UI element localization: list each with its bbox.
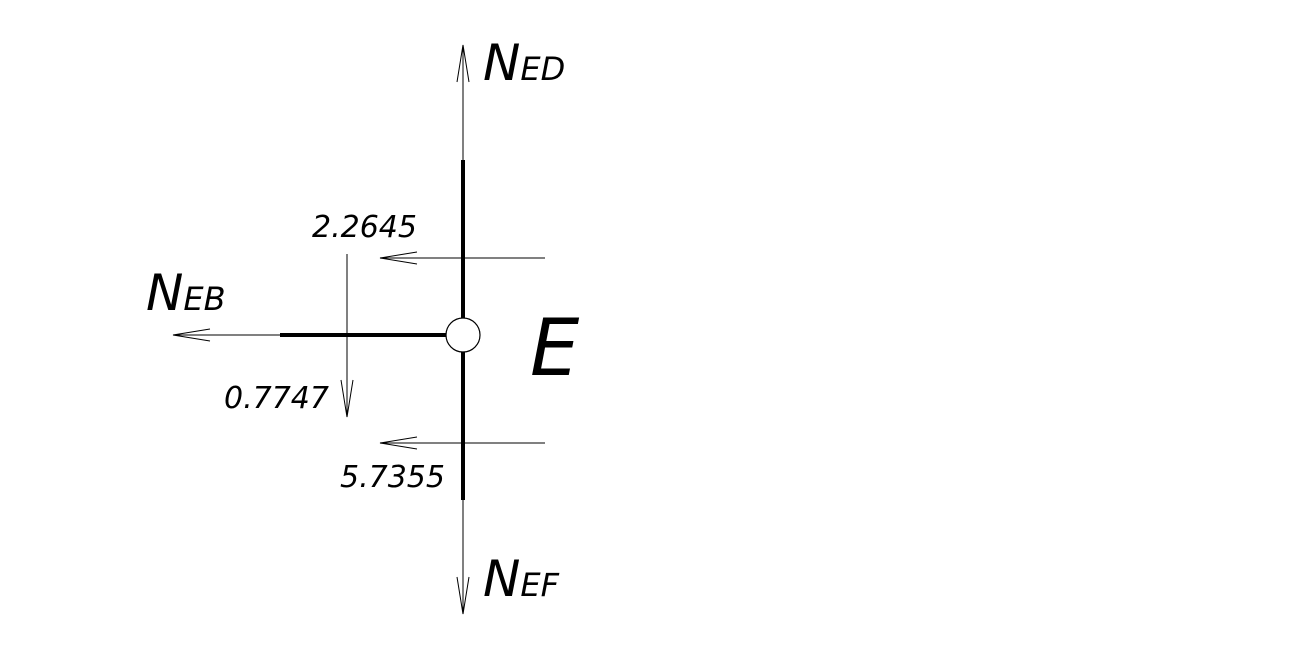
label-load-vertical: 0.7747 [224,381,329,416]
label-load-top: 2.2645 [312,210,417,245]
label-n-ef: NEF [483,550,560,608]
load-arrow-top-horizontal [379,251,545,265]
force-arrow-n-ef [456,500,470,615]
load-arrow-bottom-horizontal [379,436,545,450]
label-n-eb: NEB [146,264,226,322]
force-arrow-n-eb [172,328,280,342]
joint-node [445,317,481,353]
label-n-ed: NED [483,34,565,92]
label-load-bottom: 5.7355 [340,460,445,495]
load-arrow-vertical [340,254,354,418]
label-node-e: E [530,304,580,394]
force-arrow-n-ed [456,44,470,160]
